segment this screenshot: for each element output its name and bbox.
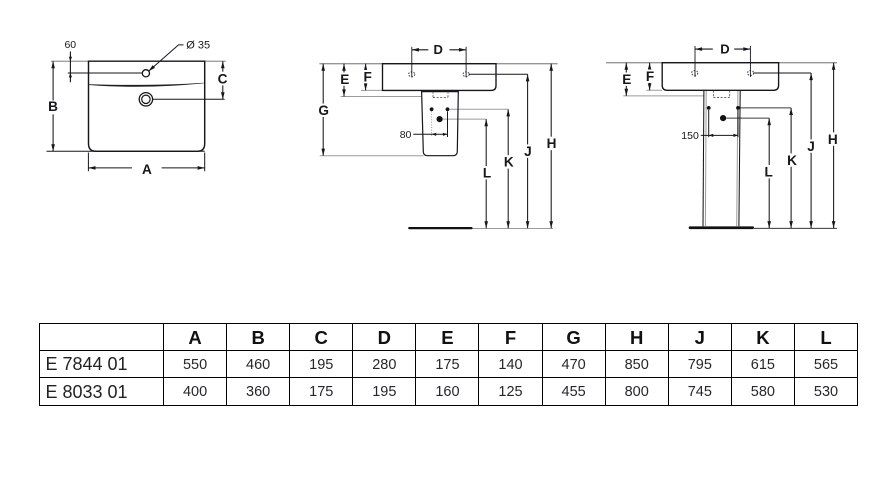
svg-text:B: B bbox=[48, 99, 58, 114]
svg-text:H: H bbox=[547, 136, 557, 151]
svg-text:J: J bbox=[524, 144, 532, 159]
svg-text:K: K bbox=[787, 153, 797, 168]
svg-text:E: E bbox=[622, 72, 631, 87]
svg-text:C: C bbox=[218, 71, 228, 86]
svg-text:J: J bbox=[807, 139, 815, 154]
svg-text:L: L bbox=[483, 166, 491, 181]
svg-text:H: H bbox=[828, 132, 838, 147]
svg-text:E: E bbox=[340, 72, 349, 87]
svg-text:D: D bbox=[720, 42, 729, 57]
svg-text:K: K bbox=[504, 155, 514, 170]
svg-text:60: 60 bbox=[64, 39, 76, 51]
svg-text:80: 80 bbox=[400, 129, 412, 141]
svg-text:Ø 35: Ø 35 bbox=[186, 39, 210, 51]
svg-text:150: 150 bbox=[681, 130, 699, 142]
svg-text:G: G bbox=[318, 103, 329, 118]
svg-text:D: D bbox=[434, 42, 443, 57]
svg-text:F: F bbox=[363, 69, 371, 84]
svg-text:A: A bbox=[142, 162, 152, 177]
svg-text:F: F bbox=[646, 69, 654, 84]
svg-text:L: L bbox=[764, 165, 772, 180]
